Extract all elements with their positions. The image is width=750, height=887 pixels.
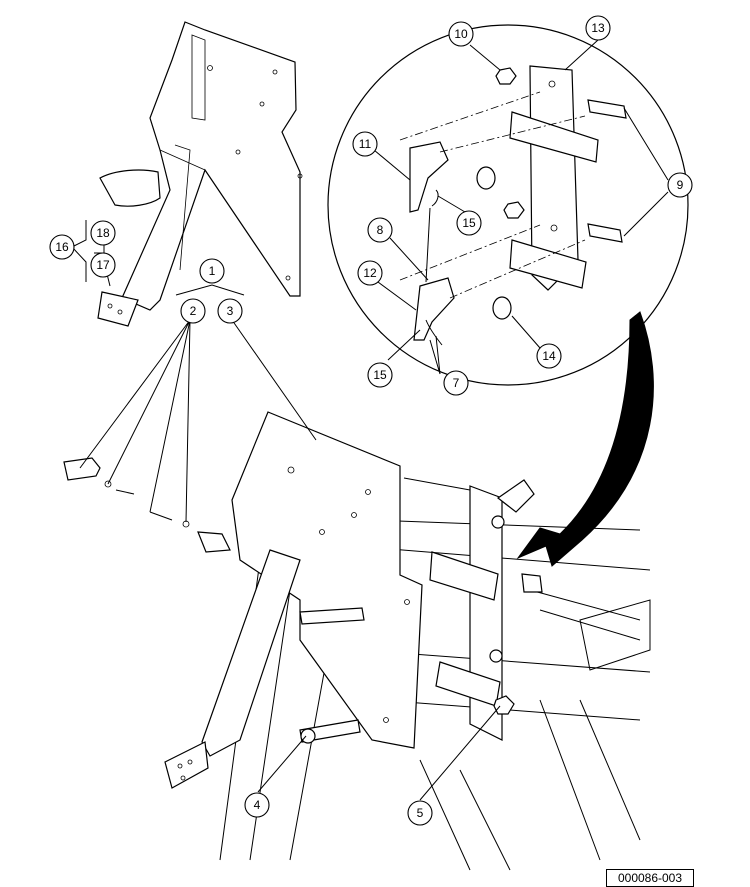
svg-text:8: 8 <box>377 223 384 237</box>
upper-pedal-assembly <box>97 21 303 327</box>
callout-8: 8 <box>367 217 393 243</box>
svg-text:12: 12 <box>363 266 377 280</box>
callout-1: 1 <box>199 258 225 284</box>
svg-text:11: 11 <box>359 137 372 151</box>
callout-5: 5 <box>407 800 433 826</box>
svg-text:15: 15 <box>462 216 476 230</box>
svg-text:18: 18 <box>96 226 110 240</box>
leader-lines <box>71 39 669 801</box>
svg-text:2: 2 <box>190 304 197 318</box>
callout-14: 14 <box>536 343 562 369</box>
callout-16: 16 <box>49 234 75 260</box>
callout-4: 4 <box>244 792 270 818</box>
callout-2: 2 <box>180 298 206 324</box>
callout-17: 17 <box>90 252 116 278</box>
reference-number: 000086-003 <box>606 869 694 887</box>
callout-7: 7 <box>443 370 469 396</box>
svg-text:17: 17 <box>96 258 110 272</box>
callout-11: 11 <box>352 131 378 157</box>
main-pedal-assembly <box>63 411 651 871</box>
callout-15-upper: 15 <box>456 210 482 236</box>
svg-text:4: 4 <box>254 798 261 812</box>
svg-text:1: 1 <box>209 264 216 278</box>
svg-text:3: 3 <box>227 304 234 318</box>
svg-text:10: 10 <box>454 27 468 41</box>
callout-18: 18 <box>90 220 116 246</box>
svg-text:14: 14 <box>542 349 556 363</box>
svg-text:5: 5 <box>417 806 424 820</box>
callout-9: 9 <box>667 172 693 198</box>
callout-10: 10 <box>448 21 474 47</box>
callout-13: 13 <box>585 15 611 41</box>
svg-text:9: 9 <box>677 178 684 192</box>
svg-text:13: 13 <box>591 21 605 35</box>
callout-15-lower: 15 <box>367 362 393 388</box>
callout-3: 3 <box>217 298 243 324</box>
svg-text:7: 7 <box>453 376 460 390</box>
svg-text:16: 16 <box>55 240 69 254</box>
callout-12: 12 <box>357 260 383 286</box>
svg-text:15: 15 <box>373 368 387 382</box>
detail-inset <box>327 24 689 567</box>
